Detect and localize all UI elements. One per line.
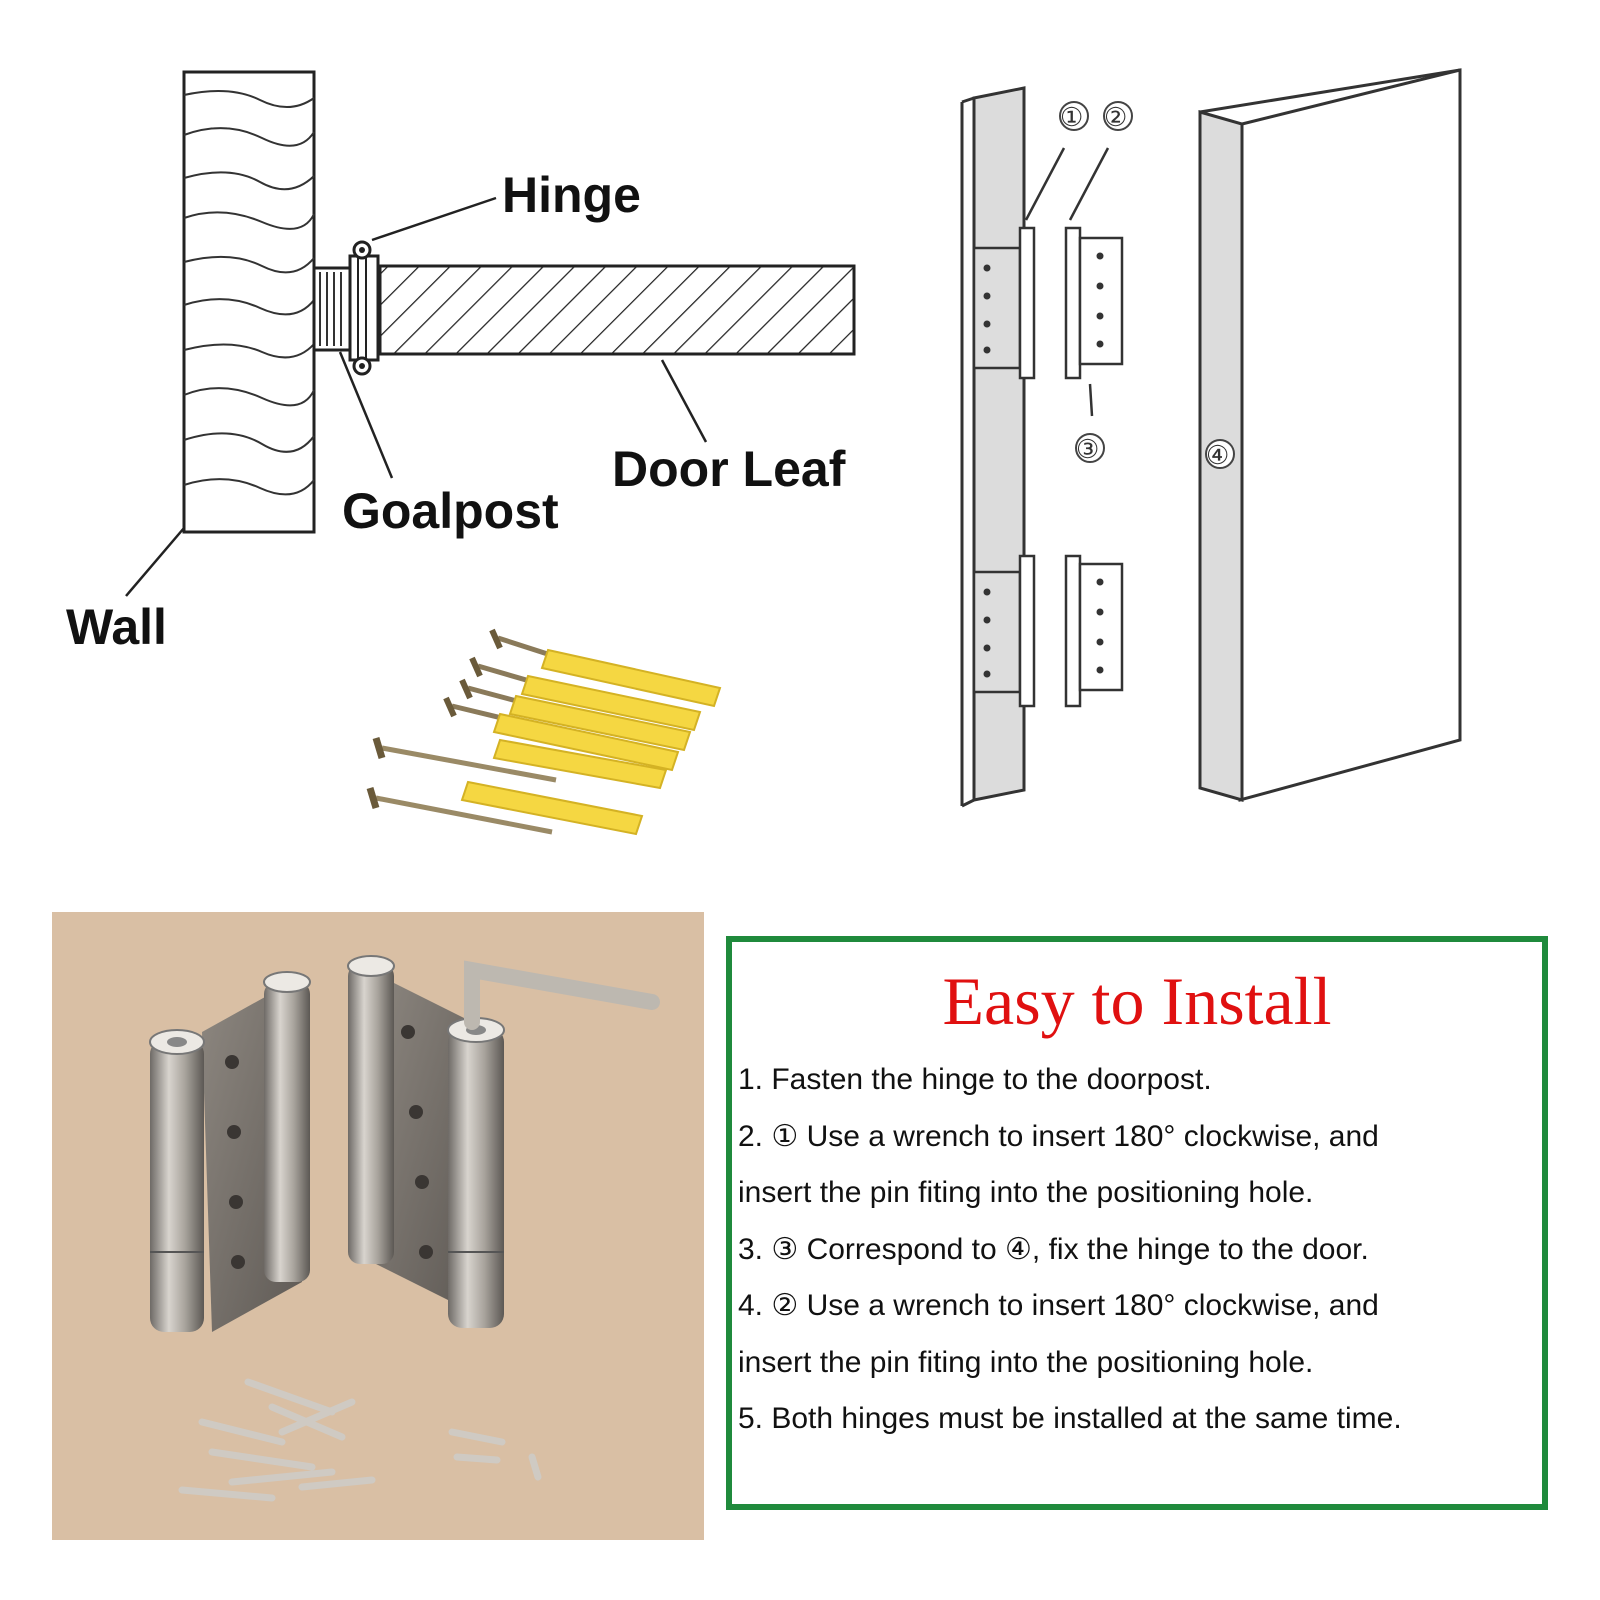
- instruction-line: 2. ① Use a wrench to insert 180° clockwi…: [738, 1119, 1379, 1153]
- right-hinge: [347, 955, 505, 1328]
- marker-two-ring: [1103, 101, 1133, 131]
- allen-wrench: [464, 960, 660, 1030]
- upper-hinge: [972, 226, 1124, 380]
- door-installation-diagram: ① ② ③ ④: [960, 68, 1462, 808]
- marker-four-ring: [1205, 439, 1235, 469]
- marker-three: ③: [1076, 434, 1099, 464]
- door-panel: [1198, 68, 1462, 802]
- door-leaf-label: Door Leaf: [612, 441, 846, 497]
- product-photo: [52, 912, 704, 1540]
- hinge-section: [348, 240, 380, 376]
- marker-two: ②: [1104, 102, 1127, 132]
- wall: [182, 70, 316, 534]
- hinge-cross-section-diagram: Hinge Door Leaf Goalpost Wall: [66, 70, 856, 655]
- leader-lines: [125, 196, 708, 597]
- installation-instructions: Easy to Install 1. Fasten the hinge to t…: [726, 936, 1548, 1510]
- goalpost-label: Goalpost: [342, 483, 559, 539]
- anchor-plug-set: [366, 628, 722, 836]
- door-post: [960, 86, 1026, 808]
- instructions-list: 1. Fasten the hinge to the doorpost. 2. …: [738, 1052, 1538, 1448]
- wall-anchors-and-screws: [366, 628, 722, 836]
- marker-one: ①: [1060, 102, 1083, 132]
- instruction-line: 1. Fasten the hinge to the doorpost.: [738, 1063, 1212, 1096]
- lower-hinge: [972, 554, 1124, 708]
- goalpost: [312, 266, 352, 352]
- instruction-line: insert the pin fiting into the positioni…: [738, 1345, 1314, 1379]
- wall-label: Wall: [66, 599, 167, 655]
- marker-leaders: [1024, 147, 1110, 417]
- hinge-label: Hinge: [502, 167, 641, 223]
- door-leaf: [378, 264, 856, 356]
- instruction-line: insert the pin fiting into the positioni…: [738, 1176, 1314, 1209]
- left-hinge: [149, 971, 311, 1332]
- marker-four: ④: [1206, 440, 1229, 470]
- marker-three-ring: [1075, 433, 1105, 463]
- instructions-title: Easy to Install: [942, 963, 1332, 1039]
- hinge-pair-illustration: [149, 955, 660, 1502]
- instruction-line: 4. ② Use a wrench to insert 180° clockwi…: [738, 1289, 1379, 1322]
- marker-one-ring: [1059, 101, 1089, 131]
- instruction-line: 3. ③ Correspond to ④, fix the hinge to t…: [738, 1232, 1369, 1266]
- loose-screws: [178, 1378, 542, 1502]
- instruction-line: 5. Both hinges must be installed at the …: [738, 1402, 1402, 1435]
